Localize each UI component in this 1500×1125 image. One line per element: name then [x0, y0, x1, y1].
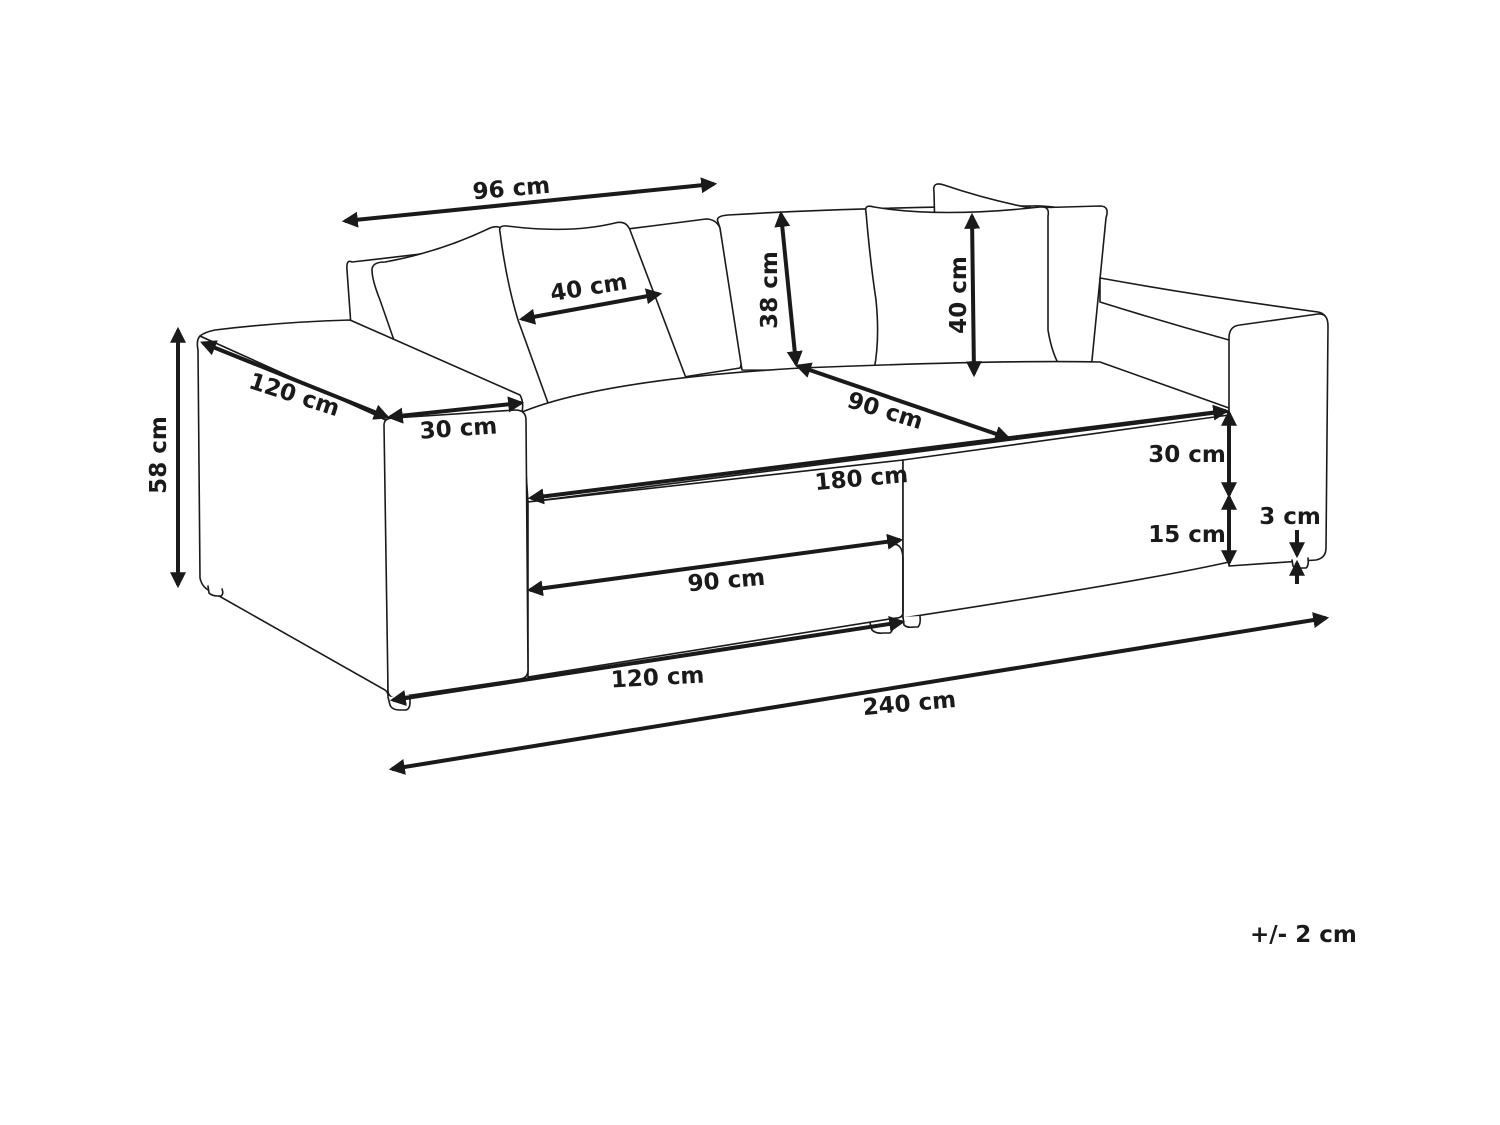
left-arm-front	[383, 409, 529, 699]
label-leg-height: 3 cm	[1259, 504, 1321, 530]
dim-arrow-total-depth	[200, 340, 390, 420]
dim-arrow-total-width	[388, 612, 1330, 775]
label-seat-cushion-height: 15 cm	[1148, 522, 1226, 548]
label-pillow-right-height: 40 cm	[946, 256, 972, 334]
dim-arrow-seat-module-width	[526, 533, 904, 597]
leg-back-left	[207, 585, 224, 597]
dim-arrow-back-cushion-width	[341, 177, 718, 228]
dim-arrow-armrest-width	[386, 396, 525, 424]
label-lower-width: 120 cm	[610, 663, 705, 694]
dimension-arrows	[170, 177, 1330, 775]
dim-arrow-back-cushion-height	[774, 210, 803, 368]
right-arm-front	[1228, 313, 1329, 567]
leg-middle-right	[902, 615, 922, 629]
dim-arrow-seat-width	[527, 404, 1230, 505]
dim-arrow-pillow-right-height	[964, 212, 982, 378]
label-total-height: 58 cm	[146, 416, 172, 494]
label-armrest-width: 30 cm	[419, 413, 498, 444]
dim-arrow-pillow-left-width	[518, 288, 663, 325]
tolerance-note: +/- 2 cm	[1250, 922, 1357, 948]
label-backrest-height: 30 cm	[1148, 442, 1226, 468]
label-back-cushion-height: 38 cm	[757, 251, 783, 329]
